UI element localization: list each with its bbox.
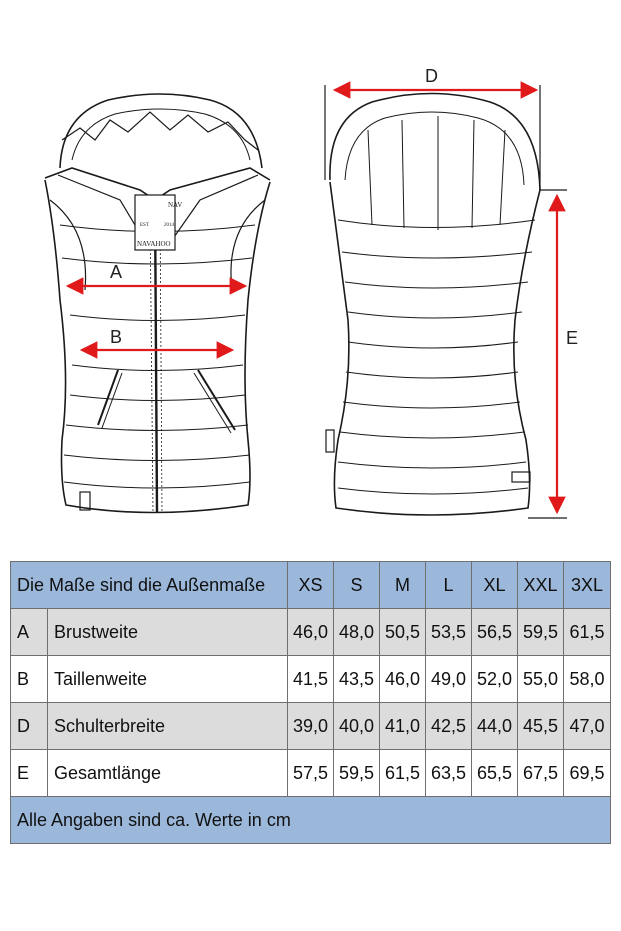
measure-value: 59,5: [517, 608, 564, 656]
measure-value: 65,5: [471, 749, 518, 797]
size-header: S: [333, 561, 380, 609]
measure-value: 59,5: [333, 749, 380, 797]
label-d: D: [425, 66, 438, 86]
measure-value: 42,5: [425, 702, 472, 750]
measure-value: 50,5: [379, 608, 426, 656]
vest-back-drawing: [325, 92, 541, 516]
measure-value: 61,5: [379, 749, 426, 797]
measure-value: 61,5: [563, 608, 611, 656]
label-e: E: [566, 328, 578, 348]
size-chart-table: Die Maße sind die Außenmaße XS S M L XL …: [10, 561, 611, 844]
measurement-guides: [324, 85, 567, 519]
size-header: XXL: [517, 561, 564, 609]
size-header: 3XL: [563, 561, 611, 609]
measure-value: 67,5: [517, 749, 564, 797]
table-title: Die Maße sind die Außenmaße: [10, 561, 288, 609]
tag-est-text: EST: [140, 223, 149, 228]
measure-code: B: [10, 655, 48, 703]
measure-code: E: [10, 749, 48, 797]
table-footer-row: Alle Angaben sind ca. Werte in cm: [10, 796, 611, 844]
tag-year-text: 2014: [164, 223, 175, 228]
table-row: A Brustweite 46,0 48,0 50,5 53,5 56,5 59…: [10, 608, 611, 656]
measure-value: 56,5: [471, 608, 518, 656]
tag-brand-text: NAVAHOO: [137, 240, 171, 248]
table-footer-note: Alle Angaben sind ca. Werte in cm: [10, 796, 611, 844]
table-row: E Gesamtlänge 57,5 59,5 61,5 63,5 65,5 6…: [10, 749, 611, 797]
measure-name: Brustweite: [47, 608, 288, 656]
measure-name: Taillenweite: [47, 655, 288, 703]
label-b: B: [110, 327, 122, 347]
vest-front-drawing: [44, 93, 271, 514]
size-header: L: [425, 561, 472, 609]
measure-code: D: [10, 702, 48, 750]
measure-value: 45,5: [517, 702, 564, 750]
measure-name: Gesamtlänge: [47, 749, 288, 797]
measure-value: 40,0: [333, 702, 380, 750]
measure-value: 43,5: [333, 655, 380, 703]
measure-value: 46,0: [379, 655, 426, 703]
measure-name: Schulterbreite: [47, 702, 288, 750]
table-header-row: Die Maße sind die Außenmaße XS S M L XL …: [10, 561, 611, 609]
label-a: A: [110, 262, 122, 282]
measure-value: 53,5: [425, 608, 472, 656]
vest-measurement-illustration: NAV EST 2014 NAVAHOO: [44, 66, 578, 519]
measure-value: 52,0: [471, 655, 518, 703]
measure-value: 41,5: [287, 655, 334, 703]
size-header: XS: [287, 561, 334, 609]
measure-value: 69,5: [563, 749, 611, 797]
measure-value: 47,0: [563, 702, 611, 750]
measure-value: 44,0: [471, 702, 518, 750]
tag-nav-text: NAV: [168, 201, 182, 209]
measure-value: 41,0: [379, 702, 426, 750]
table-row: D Schulterbreite 39,0 40,0 41,0 42,5 44,…: [10, 702, 611, 750]
measure-value: 49,0: [425, 655, 472, 703]
size-header: M: [379, 561, 426, 609]
size-header: XL: [471, 561, 518, 609]
measure-value: 63,5: [425, 749, 472, 797]
measure-value: 39,0: [287, 702, 334, 750]
measure-value: 46,0: [287, 608, 334, 656]
measure-code: A: [10, 608, 48, 656]
table-row: B Taillenweite 41,5 43,5 46,0 49,0 52,0 …: [10, 655, 611, 703]
measure-value: 48,0: [333, 608, 380, 656]
measure-value: 58,0: [563, 655, 611, 703]
measurement-arrows: [65, 81, 566, 515]
garment-tag-text: NAV EST 2014 NAVAHOO: [137, 201, 182, 248]
measure-value: 57,5: [287, 749, 334, 797]
measure-value: 55,0: [517, 655, 564, 703]
